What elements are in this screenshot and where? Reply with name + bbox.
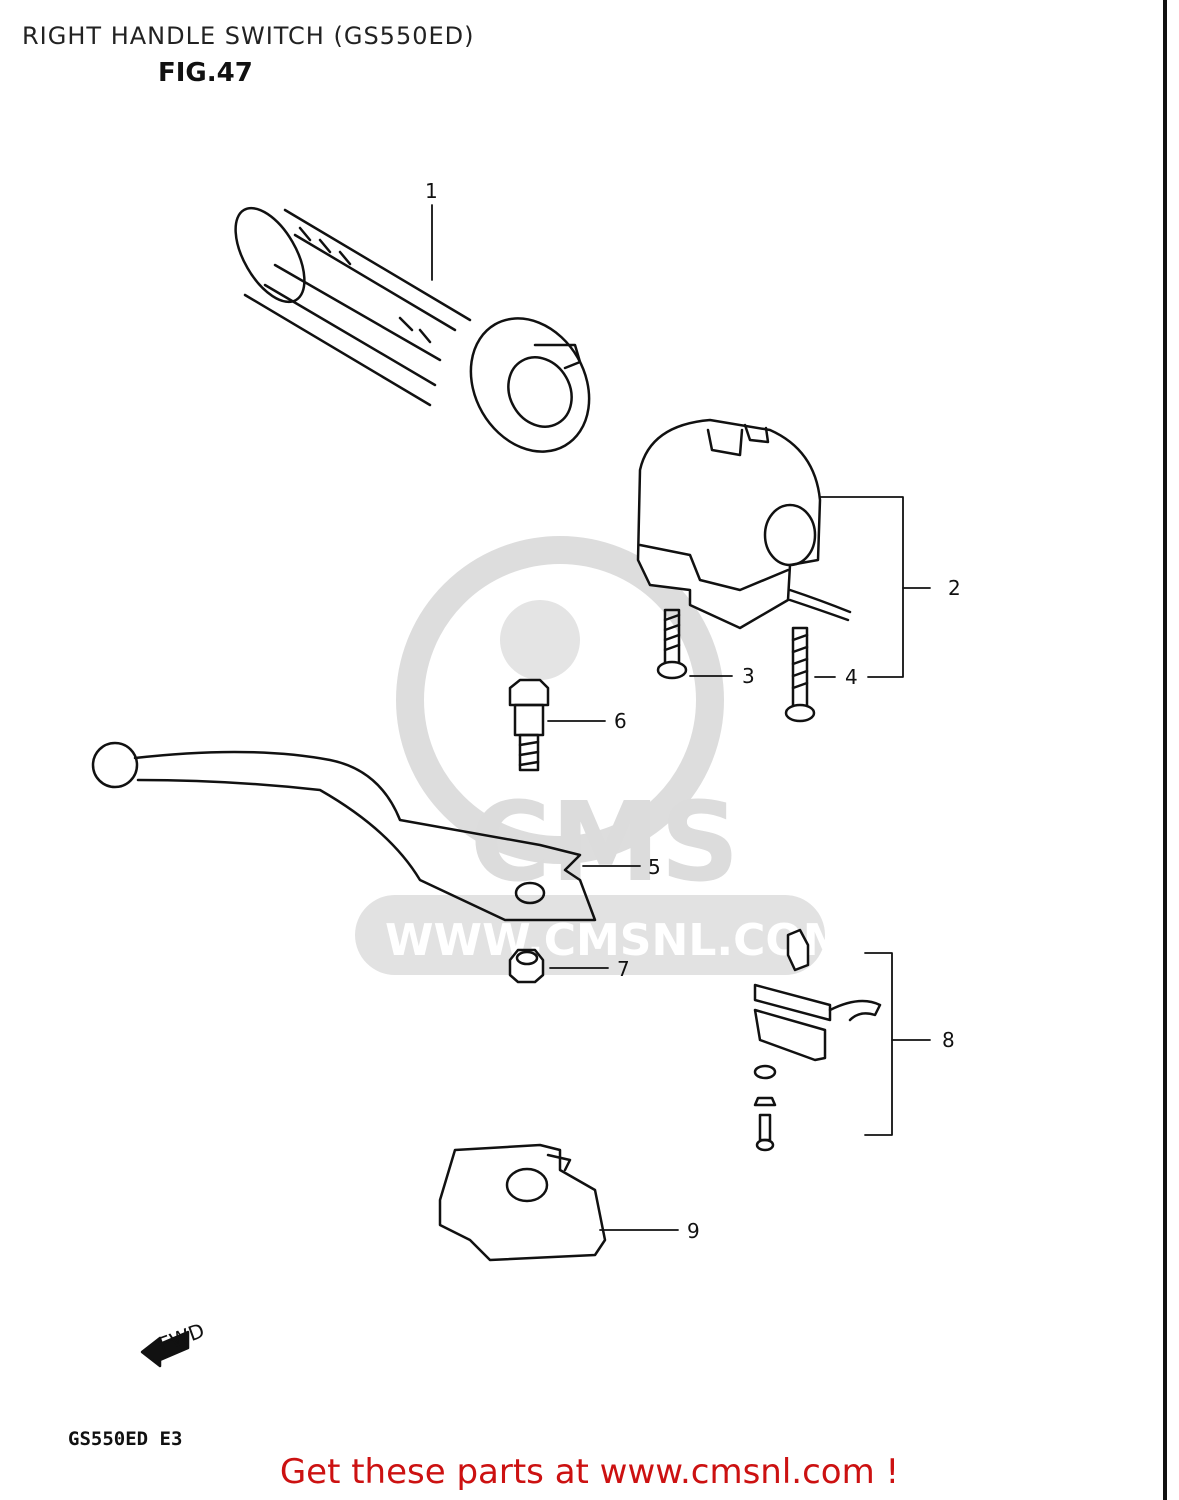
- footer-link-text[interactable]: Get these parts at www.cmsnl.com !: [279, 1452, 900, 1492]
- leader-lines: [431, 204, 931, 1231]
- callout-4: 4: [845, 665, 858, 689]
- callout-5: 5: [648, 855, 661, 879]
- nut-part: [508, 948, 545, 984]
- callout-3: 3: [742, 664, 755, 688]
- callout-7: 7: [617, 957, 630, 981]
- screw-short-part: [656, 608, 688, 680]
- brake-lever-part: [91, 741, 597, 922]
- brake-switch-part: [753, 928, 882, 1152]
- switch-housing-part: [636, 418, 852, 630]
- figure-label: FIG.47: [158, 58, 253, 88]
- callout-9: 9: [687, 1219, 700, 1243]
- fwd-arrow-icon: [140, 1330, 190, 1368]
- callout-2: 2: [948, 576, 961, 600]
- page-title: RIGHT HANDLE SWITCH (GS550ED): [22, 22, 475, 50]
- callout-1: 1: [425, 179, 438, 203]
- grip-part: [234, 206, 591, 453]
- pivot-bolt-part: [508, 678, 550, 772]
- callout-6: 6: [614, 709, 627, 733]
- watermark-brand: CMS: [470, 778, 739, 906]
- page-edge-bar: [1163, 0, 1167, 1500]
- callout-8: 8: [942, 1028, 955, 1052]
- watermark-url: WWW.CMSNL.COM: [385, 915, 847, 966]
- screw-long-part: [784, 626, 816, 723]
- model-code: GS550ED E3: [68, 1428, 183, 1450]
- watermark: CMS WWW.CMSNL.COM: [355, 536, 847, 975]
- lever-boot-part: [438, 1143, 607, 1262]
